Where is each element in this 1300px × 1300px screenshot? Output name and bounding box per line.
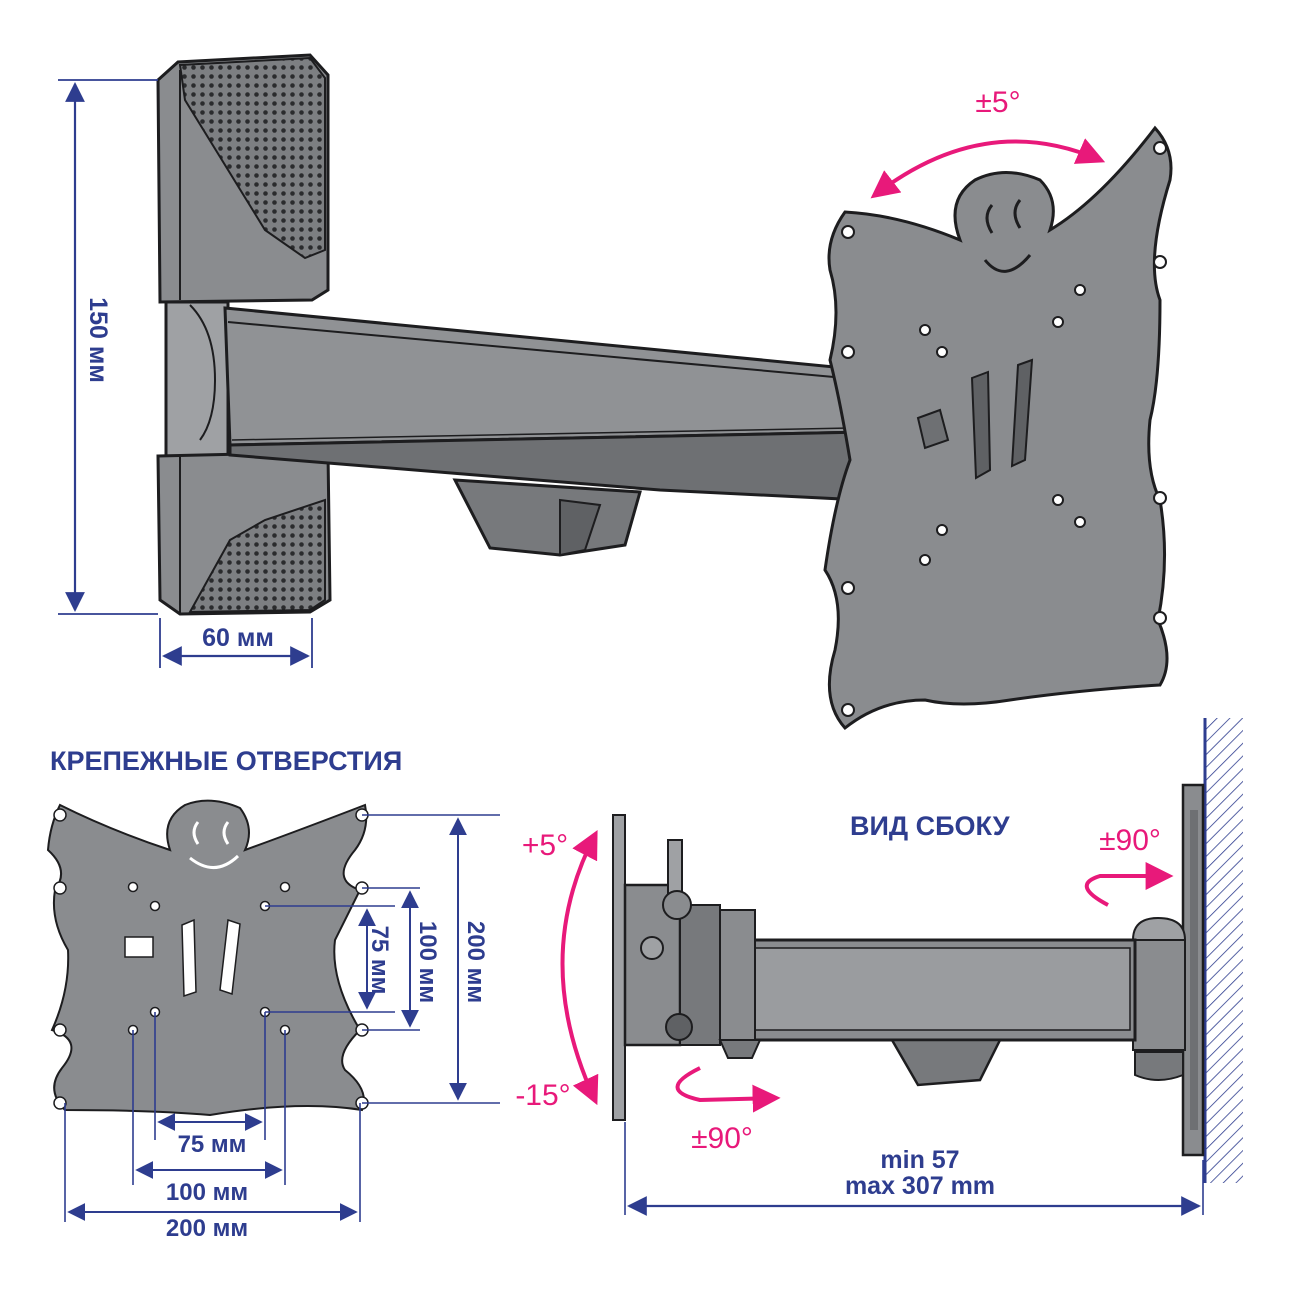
- tilt-head: [612, 814, 762, 1121]
- swivel-wall-label: ±90°: [1099, 824, 1161, 857]
- lock-slot: [124, 936, 154, 958]
- mounting-holes-view: КРЕПЕЖНЫЕ ОТВЕРСТИЯ: [46, 746, 500, 1242]
- v100-dimension: 100 мм: [401, 890, 441, 1028]
- h100-label: 100 мм: [166, 1179, 248, 1206]
- hinge-column: [164, 300, 230, 458]
- mounting-holes-title: КРЕПЕЖНЫЕ ОТВЕРСТИЯ: [50, 746, 402, 776]
- reach-dimension: min 57 max 307 mm: [624, 1122, 1204, 1216]
- v200-label: 200 мм: [462, 921, 489, 1003]
- h75-dimension: 75 мм: [157, 1113, 263, 1158]
- tilt-arc-side: +5° -15°: [515, 829, 599, 1112]
- wall-plate-lower: [156, 450, 332, 616]
- wall: [1203, 718, 1243, 1183]
- width-label: 60 мм: [202, 624, 274, 652]
- wall-plate-side: [1131, 783, 1205, 1157]
- plate-face: [189, 821, 240, 869]
- side-view: ВИД СБОКУ: [515, 718, 1243, 1216]
- tilt-indicator: ±5°: [870, 86, 1106, 199]
- swivel-front-label: ±90°: [691, 1122, 753, 1155]
- wall-plate-upper: [156, 53, 330, 304]
- arm: [223, 306, 867, 557]
- tilt-label: ±5°: [975, 86, 1020, 119]
- v100-label: 100 мм: [414, 921, 441, 1003]
- height-dimension: 150 мм: [58, 79, 158, 615]
- flat-plate: [46, 799, 368, 1117]
- slot-left: [181, 918, 197, 998]
- reach-min-label: min 57: [880, 1146, 959, 1174]
- tilt-down-label: -15°: [515, 1079, 570, 1112]
- v200-dimension: 200 мм: [449, 817, 489, 1101]
- h200-dimension: 200 мм: [67, 1203, 358, 1242]
- tv-plate-3d: [823, 125, 1173, 731]
- side-view-title: ВИД СБОКУ: [850, 811, 1011, 841]
- reach-max-label: max 307 mm: [845, 1172, 995, 1200]
- swivel-front: ±90°: [675, 1066, 781, 1155]
- v75-label: 75 мм: [366, 926, 393, 995]
- slot-right: [219, 918, 241, 996]
- height-label: 150 мм: [84, 297, 112, 383]
- tilt-up-label: +5°: [522, 829, 568, 862]
- v75-dimension: 75 мм: [358, 908, 393, 1010]
- width-dimension: 60 мм: [159, 618, 313, 668]
- h100-dimension: 100 мм: [135, 1161, 283, 1206]
- h200-label: 200 мм: [166, 1215, 248, 1242]
- main-view: 150 мм 60 мм ±5°: [58, 53, 1173, 731]
- hole-leaders-horizontal: [64, 1012, 361, 1222]
- swivel-wall: ±90°: [1085, 824, 1174, 907]
- hole-leaders-vertical: [265, 814, 500, 1104]
- arm-side: [688, 938, 1137, 1087]
- h75-label: 75 мм: [178, 1131, 247, 1158]
